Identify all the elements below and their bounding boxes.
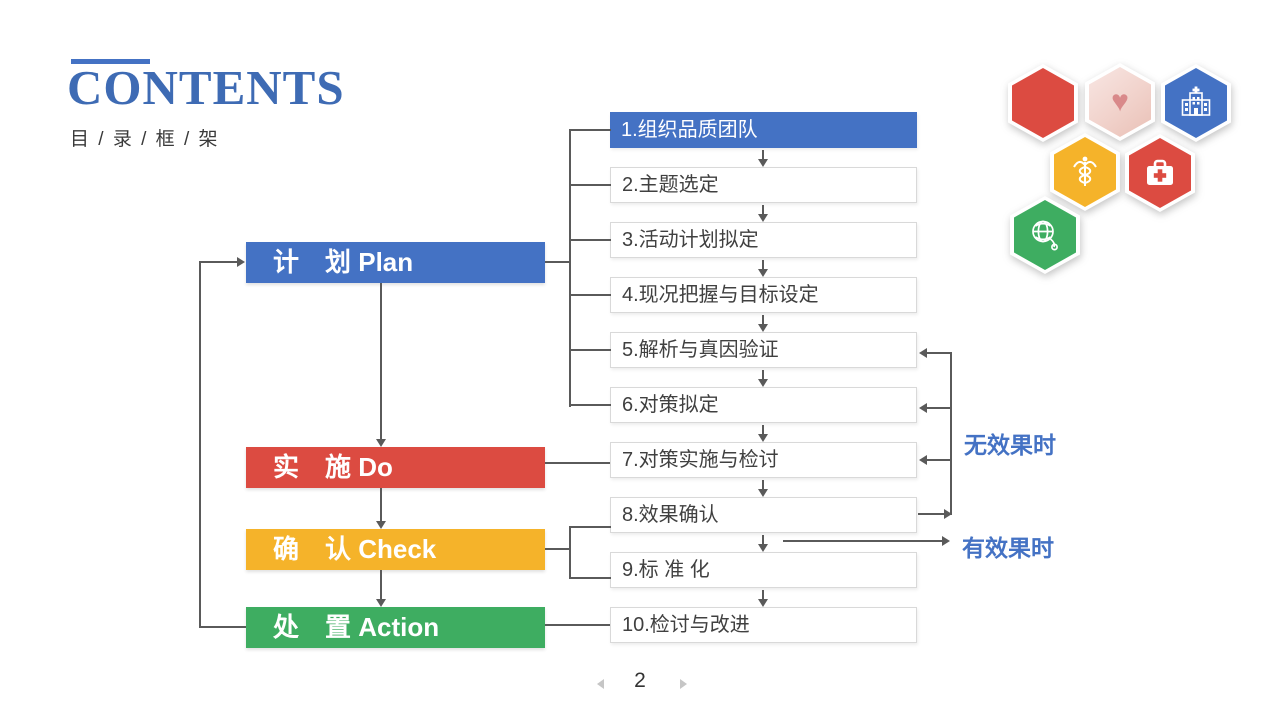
pdca-bar-action: 处 置 Action — [246, 607, 545, 648]
flow-step-10: 10.检讨与改进 — [610, 607, 917, 643]
globe-stethoscope-icon — [1014, 200, 1076, 270]
connector-line — [762, 150, 764, 160]
flow-step-5: 5.解析与真因验证 — [610, 332, 917, 368]
connector-line — [762, 480, 764, 490]
pdca-bar-do: 实 施 Do — [246, 447, 545, 488]
connector-line — [762, 205, 764, 215]
arrowhead-down — [758, 599, 768, 607]
arrowhead-down — [758, 324, 768, 332]
connector-line — [199, 261, 237, 263]
flow-step-9: 9.标 准 化 — [610, 552, 917, 588]
arrowhead-down — [758, 544, 768, 552]
arrowhead-down — [758, 159, 768, 167]
arrowhead-down — [376, 599, 386, 607]
connector-line — [762, 590, 764, 600]
no-effect-label: 无效果时 — [964, 432, 1056, 458]
arrowhead-right — [942, 536, 950, 546]
arrowhead-down — [758, 379, 768, 387]
connector-line — [380, 283, 382, 439]
connector-line — [926, 459, 952, 461]
pdca-bar-check: 确 认 Check — [246, 529, 545, 570]
connector-line — [926, 407, 952, 409]
arrowhead-down — [758, 489, 768, 497]
connector-line — [545, 548, 571, 550]
arrowhead-down — [758, 214, 768, 222]
connector-line — [762, 315, 764, 325]
connector-line — [569, 526, 611, 528]
flow-step-7: 7.对策实施与检讨 — [610, 442, 917, 478]
connector-line — [545, 624, 610, 626]
connector-line — [569, 184, 611, 186]
connector-line — [199, 262, 201, 628]
page-subtitle: 目 / 录 / 框 / 架 — [70, 129, 220, 150]
effective-label: 有效果时 — [962, 535, 1054, 561]
connector-line — [762, 260, 764, 270]
hexagon-border: ♥ — [1085, 63, 1155, 141]
connector-line — [569, 129, 571, 407]
flow-step-6: 6.对策拟定 — [610, 387, 917, 423]
flow-step-3: 3.活动计划拟定 — [610, 222, 917, 258]
arrowhead-down — [376, 521, 386, 529]
pdca-bar-plan: 计 划 Plan — [246, 242, 545, 283]
hands-heart-photo: ♥ — [1089, 67, 1151, 137]
flow-step-8: 8.效果确认 — [610, 497, 917, 533]
first-aid-kit-icon — [1129, 138, 1191, 208]
connector-line — [762, 535, 764, 545]
first-aid-kit-hexagon — [1125, 134, 1195, 212]
flow-step-1: 1.组织品质团队 — [610, 112, 917, 148]
connector-line — [918, 513, 946, 515]
flow-step-4: 4.现况把握与目标设定 — [610, 277, 917, 313]
arrowhead-down — [758, 269, 768, 277]
heart-shape: ♥ — [1111, 85, 1129, 118]
hexagon-border — [1125, 134, 1195, 212]
connector-line — [569, 526, 571, 579]
connector-line — [569, 349, 611, 351]
arrowhead-down — [376, 439, 386, 447]
connector-line — [545, 261, 571, 263]
connector-line — [380, 488, 382, 521]
connector-line — [569, 294, 611, 296]
arrowhead-left — [919, 403, 927, 413]
connector-line — [783, 540, 942, 542]
connector-line — [569, 239, 611, 241]
hexagon-border — [1008, 64, 1078, 142]
connector-line — [199, 626, 246, 628]
page-number: 2 — [634, 669, 646, 692]
hexagon-border — [1161, 64, 1231, 142]
hospital-icon — [1165, 68, 1227, 138]
connector-line — [569, 129, 611, 131]
connector-line — [950, 353, 952, 515]
hospital-hexagon — [1161, 64, 1231, 142]
plain-red-hexagon — [1008, 64, 1078, 142]
arrowhead-left — [919, 348, 927, 358]
connector-line — [569, 577, 611, 579]
arrowhead-down — [758, 434, 768, 442]
page-title: CONTENTS — [67, 60, 345, 115]
next-page-icon[interactable] — [680, 679, 687, 689]
hands-heart-photo-hexagon: ♥ — [1085, 63, 1155, 141]
prev-page-icon[interactable] — [597, 679, 604, 689]
flow-step-2: 2.主题选定 — [610, 167, 917, 203]
connector-line — [762, 370, 764, 380]
connector-line — [762, 425, 764, 435]
arrowhead-left — [919, 455, 927, 465]
hexagon-face — [1012, 68, 1074, 138]
connector-line — [545, 462, 610, 464]
arrowhead-right — [237, 257, 245, 267]
globe-stethoscope-hexagon — [1010, 196, 1080, 274]
arrowhead-right — [944, 509, 952, 519]
connector-line — [380, 570, 382, 599]
caduceus-hexagon — [1050, 133, 1120, 211]
hexagon-border — [1010, 196, 1080, 274]
connector-line — [926, 352, 952, 354]
connector-line — [569, 404, 611, 406]
caduceus-icon — [1054, 137, 1116, 207]
title-accent-line — [71, 59, 150, 64]
